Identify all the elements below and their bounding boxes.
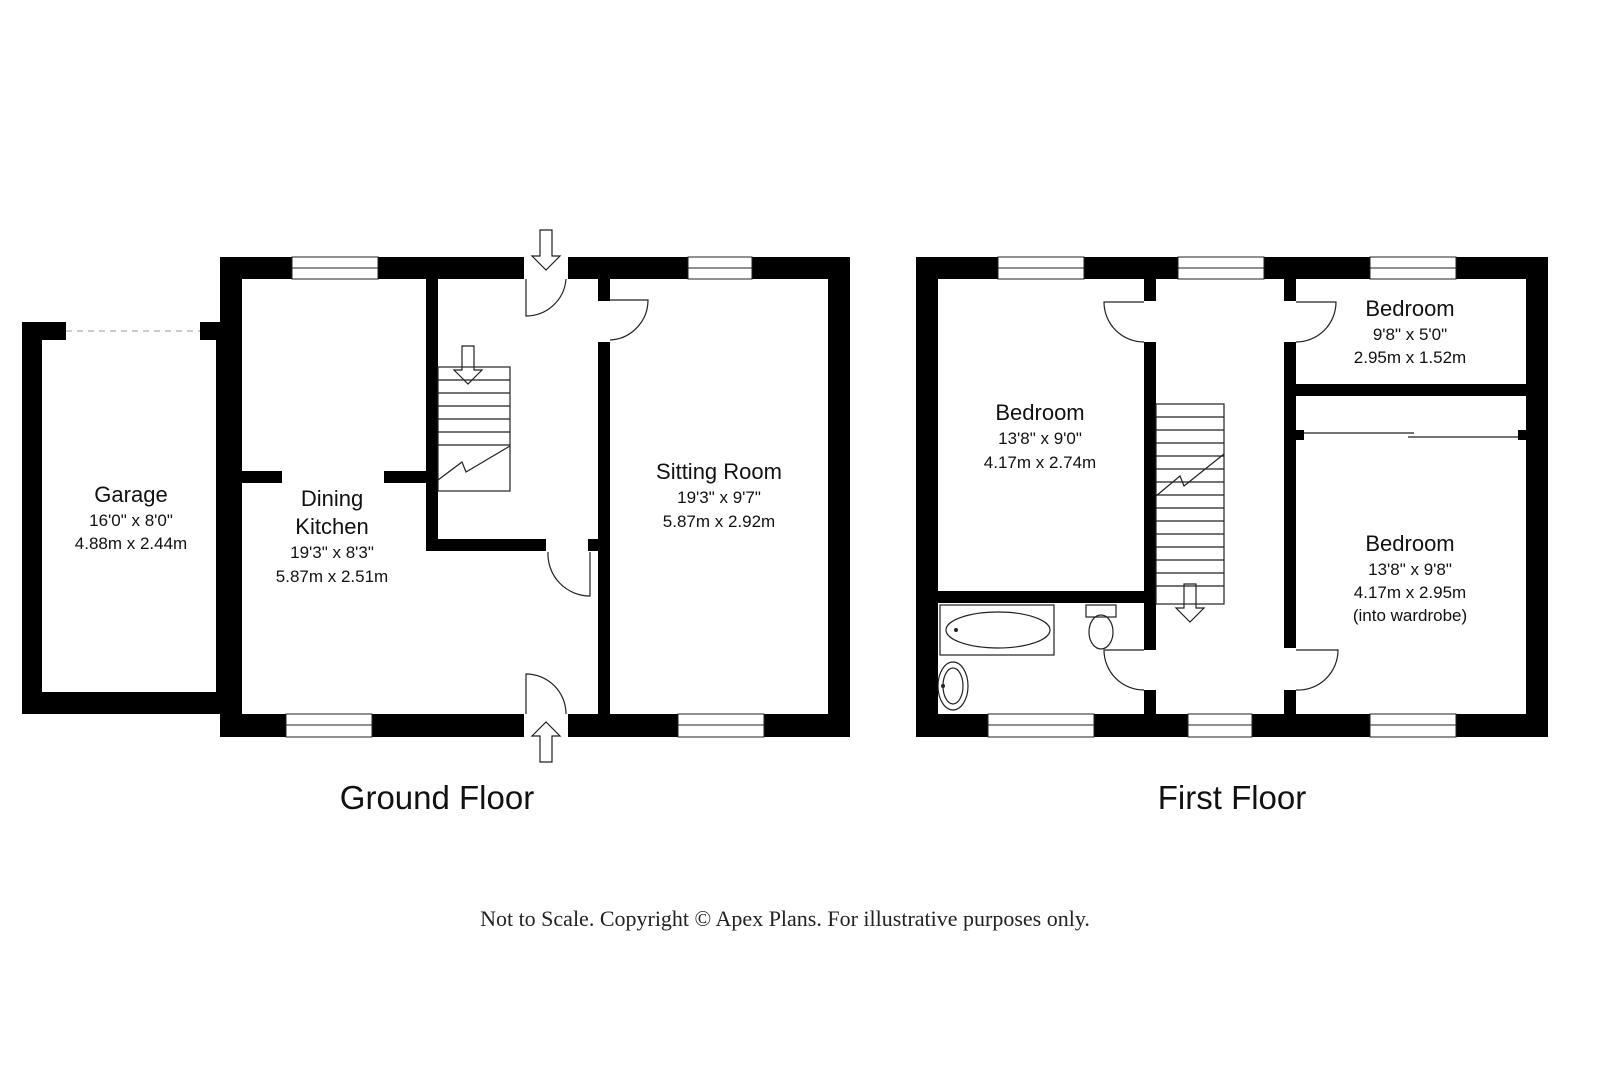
bedroom-left-name: Bedroom: [995, 400, 1084, 425]
first-floor-plan: [916, 256, 1548, 738]
dining-kitchen-name-2: Kitchen: [295, 514, 368, 539]
bedroom-small-name: Bedroom: [1365, 296, 1454, 321]
entry-arrow-bottom-icon: [530, 721, 562, 763]
ground-floor-stairs: [437, 345, 511, 492]
bedroom-right-metric: 4.17m x 2.95m: [1354, 583, 1466, 602]
bedroom-small-metric: 2.95m x 1.52m: [1354, 348, 1466, 367]
dining-kitchen-imperial: 19'3" x 8'3": [290, 543, 374, 562]
ground-floor-windows: [285, 256, 765, 738]
entry-arrow-top-icon: [530, 229, 562, 271]
bedroom-right-name: Bedroom: [1365, 531, 1454, 556]
bedroom-small-imperial: 9'8" x 5'0": [1373, 325, 1447, 344]
bath-icon: [939, 604, 1055, 656]
first-floor-label: First Floor: [1158, 779, 1307, 816]
stairs-arrow-down-icon: [452, 345, 484, 385]
sitting-room-name: Sitting Room: [656, 459, 782, 484]
bathroom-fixtures: [937, 604, 1117, 711]
first-floor-doors: [1103, 301, 1339, 691]
first-floor-interior-walls: [938, 279, 1526, 714]
washbasin-icon: [937, 661, 969, 711]
dining-kitchen-name-1: Dining: [301, 486, 363, 511]
copyright-footer: Not to Scale. Copyright © Apex Plans. Fo…: [480, 906, 1090, 931]
dining-kitchen-metric: 5.87m x 2.51m: [276, 567, 388, 586]
first-floor-windows: [987, 256, 1457, 738]
toilet-icon: [1085, 604, 1117, 650]
garage-metric: 4.88m x 2.44m: [75, 534, 187, 553]
garage-name: Garage: [94, 482, 167, 507]
bedroom-left-metric: 4.17m x 2.74m: [984, 453, 1096, 472]
ground-floor-label: Ground Floor: [340, 779, 534, 816]
garage-imperial: 16'0" x 8'0": [89, 511, 173, 530]
sitting-room-imperial: 19'3" x 9'7": [677, 488, 761, 507]
room-labels: Garage 16'0" x 8'0" 4.88m x 2.44m Dining…: [75, 296, 1467, 625]
ground-floor-interior-walls: [242, 279, 610, 714]
ground-floor-doors: [525, 278, 649, 715]
wardrobe-sliding-doors: [1304, 432, 1518, 438]
first-floor-stairs: [1155, 403, 1225, 623]
bedroom-right-note: (into wardrobe): [1353, 606, 1467, 625]
bedroom-left-imperial: 13'8" x 9'0": [998, 429, 1082, 448]
sitting-room-metric: 5.87m x 2.92m: [663, 512, 775, 531]
first-floor-outer-walls: [916, 257, 1548, 737]
ground-floor-plan: [22, 229, 850, 763]
stairs-arrow-down-icon-first: [1174, 583, 1206, 623]
bedroom-right-imperial: 13'8" x 9'8": [1368, 560, 1452, 579]
